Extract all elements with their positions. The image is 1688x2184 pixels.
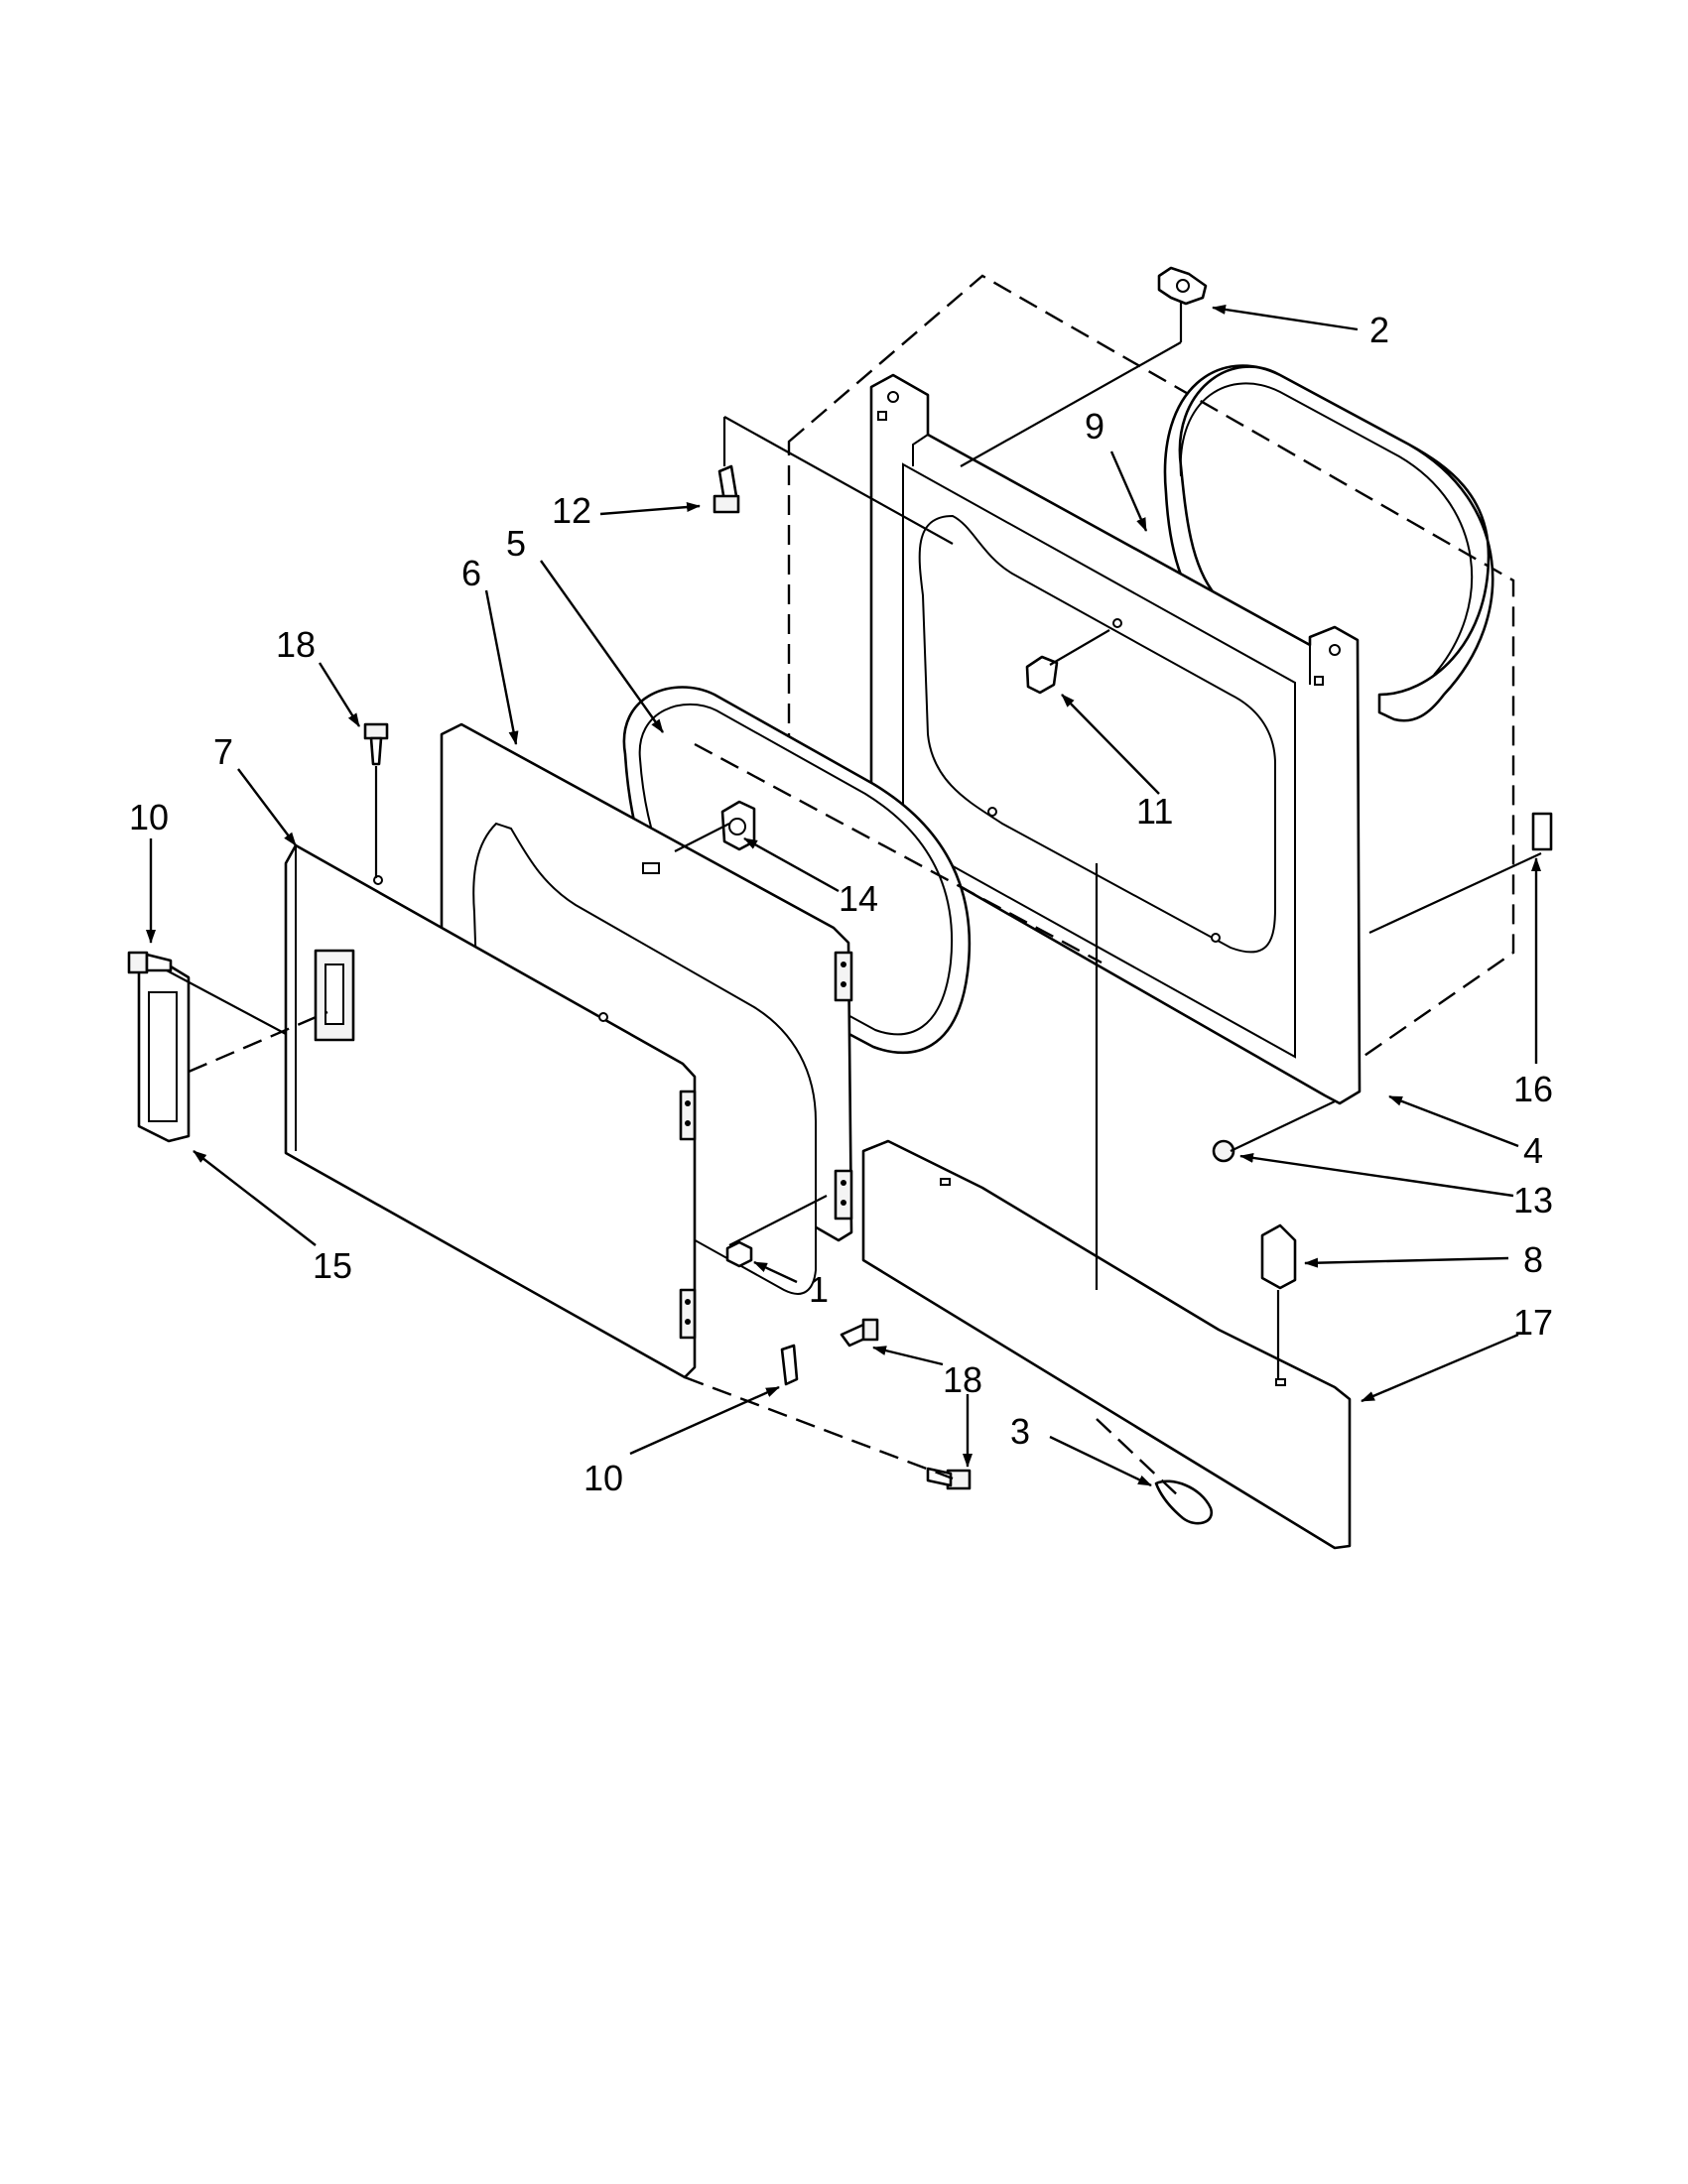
callout-1: 1 xyxy=(809,1269,829,1310)
part-18-screw-lower-a xyxy=(840,1318,879,1348)
callout-arrows xyxy=(146,304,1541,1487)
callout-12: 12 xyxy=(552,490,591,531)
part-14-latch xyxy=(720,800,756,851)
callout-10-upper: 10 xyxy=(129,797,169,837)
part-7-outer-door xyxy=(284,843,697,1379)
callout-14: 14 xyxy=(839,878,878,919)
callout-6: 6 xyxy=(461,553,481,593)
part-4-inner-frame xyxy=(869,373,1362,1105)
part-12-screw xyxy=(713,464,740,514)
callout-8: 8 xyxy=(1523,1239,1543,1280)
part-2-bracket xyxy=(1157,266,1208,306)
part-16-plate xyxy=(1531,812,1553,851)
callout-17: 17 xyxy=(1513,1302,1553,1343)
part-17-toe-panel xyxy=(861,1139,1352,1550)
assembly-lines xyxy=(166,303,1542,1499)
part-8-clip xyxy=(1260,1223,1297,1290)
callout-18-lower: 18 xyxy=(943,1359,982,1400)
callout-4: 4 xyxy=(1523,1130,1543,1171)
callout-9: 9 xyxy=(1085,406,1104,447)
part-18-screw-upper xyxy=(363,722,389,766)
callout-2: 2 xyxy=(1369,310,1389,350)
part-1-bumper xyxy=(725,1240,753,1268)
callout-7: 7 xyxy=(213,731,233,772)
callout-3: 3 xyxy=(1010,1411,1030,1452)
callout-13: 13 xyxy=(1513,1180,1553,1220)
part-15-handle xyxy=(137,959,191,1143)
part-11-clip xyxy=(1025,655,1059,695)
part-18-screw-lower-b xyxy=(926,1467,972,1490)
part-3-pad xyxy=(1154,1479,1214,1525)
callout-labels: 2 9 11 12 5 6 18 7 10 14 15 1 16 4 13 8 … xyxy=(129,310,1553,1498)
part-9-rear-seal xyxy=(1163,364,1494,722)
callout-5: 5 xyxy=(506,523,526,564)
part-10-hinge-lower xyxy=(780,1344,799,1386)
callout-16: 16 xyxy=(1513,1069,1553,1109)
callout-15: 15 xyxy=(313,1245,352,1286)
callout-10-lower: 10 xyxy=(584,1458,623,1498)
callout-11: 11 xyxy=(1136,791,1173,832)
part-13-screw xyxy=(1212,1139,1235,1163)
callout-18-upper: 18 xyxy=(276,624,316,665)
part-10-screw-upper xyxy=(127,951,173,974)
